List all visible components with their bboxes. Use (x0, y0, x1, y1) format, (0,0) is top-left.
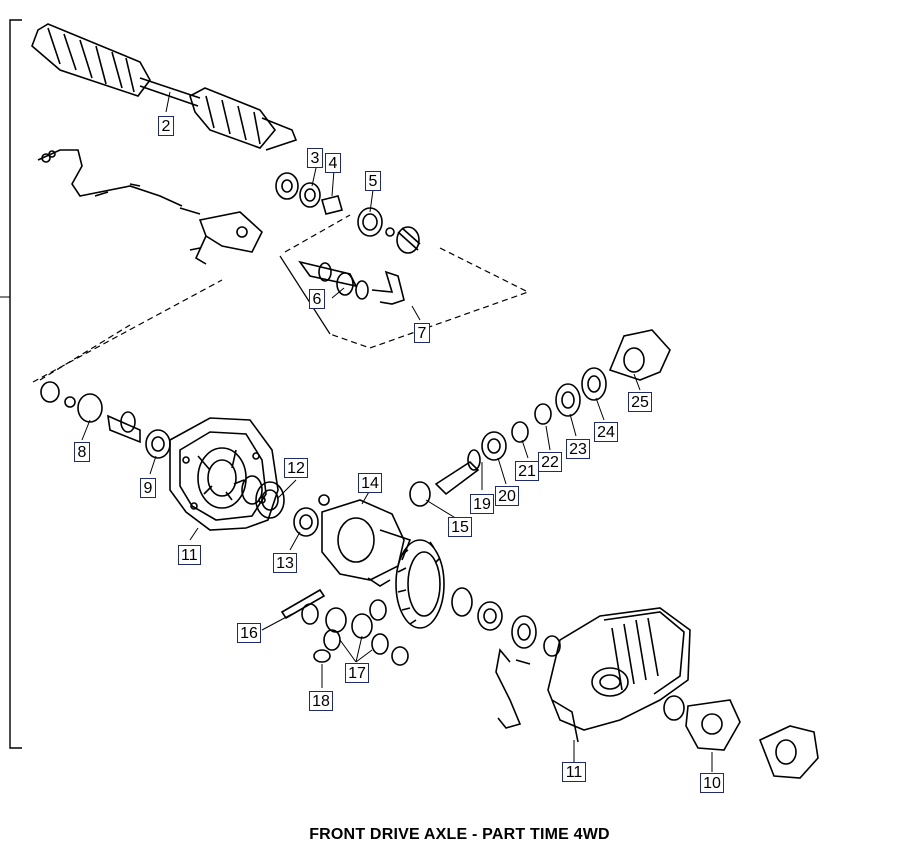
callout-25: 25 (628, 392, 652, 412)
right-carrier-housing (547, 607, 691, 743)
diagram-caption: FRONT DRIVE AXLE - PART TIME 4WD (309, 826, 610, 843)
callout-15: 15 (448, 517, 472, 537)
pinion-yoke (608, 329, 671, 381)
callout-6: 6 (309, 289, 325, 309)
callout-2: 2 (158, 116, 174, 136)
left-carrier-housing (169, 417, 279, 531)
callout-12: 12 (284, 458, 308, 478)
callout-24: 24 (594, 422, 618, 442)
callout-11-left: 11 (178, 545, 201, 565)
callout-23: 23 (566, 439, 590, 459)
callout-4: 4 (325, 153, 341, 173)
callout-21: 21 (515, 461, 539, 481)
callout-17: 17 (345, 663, 369, 683)
callout-18: 18 (309, 691, 333, 711)
callout-20: 20 (495, 486, 519, 506)
callout-9: 9 (140, 478, 156, 498)
ring-gear (395, 539, 445, 629)
sensor-harness (37, 149, 201, 215)
callout-14: 14 (358, 473, 382, 493)
callout-22: 22 (538, 452, 562, 472)
callout-19: 19 (470, 494, 494, 514)
callout-11-right: 11 (562, 762, 586, 782)
sensor-bracket (189, 211, 263, 265)
callout-16: 16 (237, 623, 261, 643)
callout-10: 10 (700, 773, 724, 793)
callout-7: 7 (414, 323, 430, 343)
callout-3: 3 (307, 148, 323, 168)
callout-5: 5 (365, 171, 381, 191)
callout-13: 13 (273, 553, 297, 573)
callout-8: 8 (74, 442, 90, 462)
